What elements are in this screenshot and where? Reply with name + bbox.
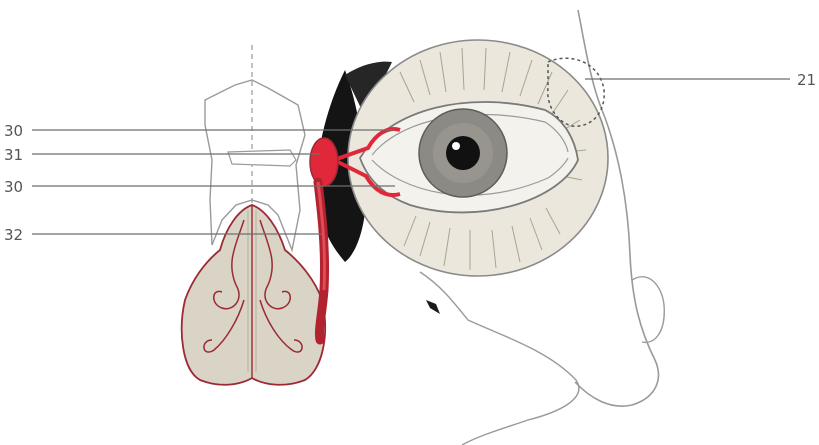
pupil	[446, 136, 480, 170]
lacrimal-sac	[310, 138, 338, 186]
label-32: 32	[4, 226, 23, 244]
pupil-highlight	[452, 142, 460, 150]
label-30-lower: 30	[4, 178, 23, 196]
lacrimal-bone-process	[228, 150, 296, 166]
label-30-upper: 30	[4, 122, 23, 140]
nasal-cavity	[182, 205, 325, 385]
label-21: 21	[797, 71, 816, 89]
label-31: 31	[4, 146, 23, 164]
nostril-mark	[426, 300, 440, 314]
cheek-outline	[420, 272, 579, 445]
